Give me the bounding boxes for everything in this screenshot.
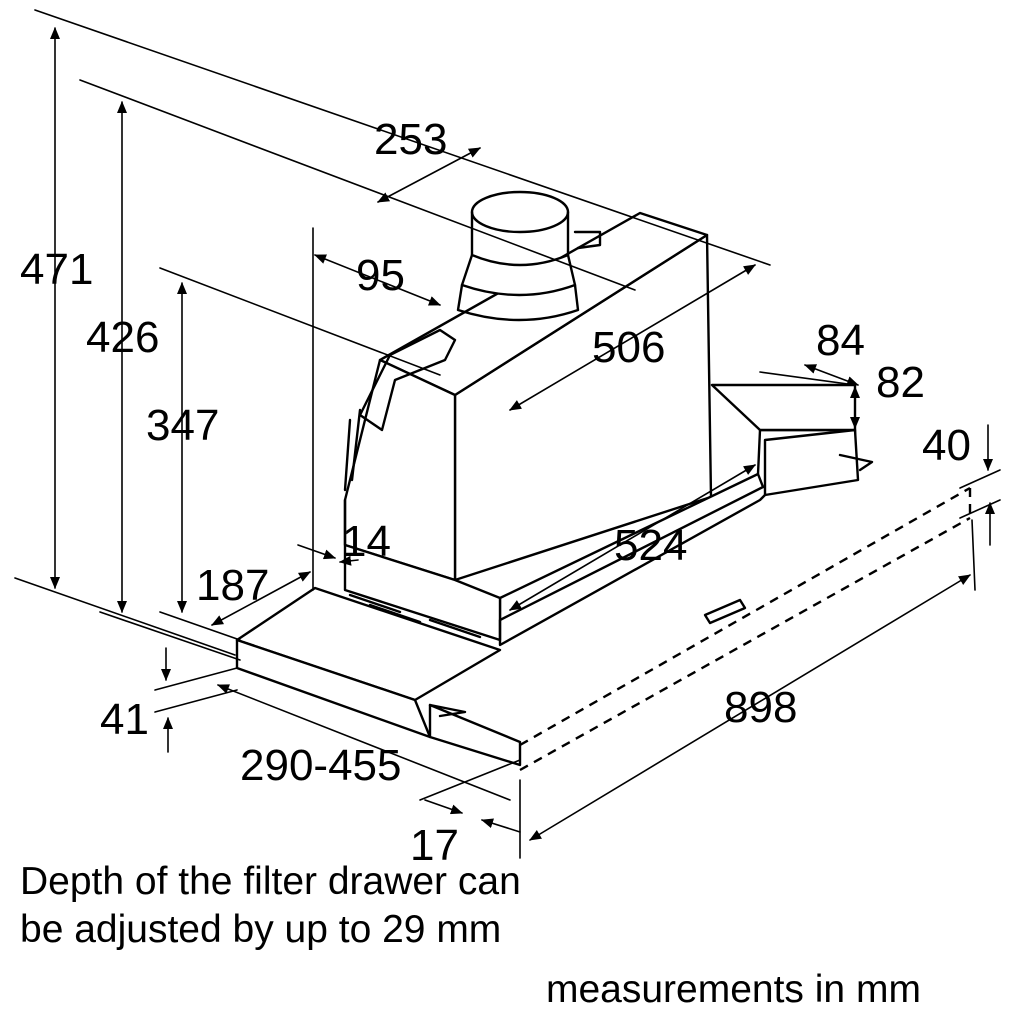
side-bracket	[358, 328, 457, 432]
right-box	[763, 428, 860, 497]
side-bracket-legs	[343, 408, 362, 492]
dim-label-898: 898	[724, 683, 797, 732]
dim-label-17: 17	[410, 821, 459, 870]
filter-drawer-end	[428, 703, 522, 767]
dim-label-84: 84	[816, 316, 865, 365]
duct-top	[470, 190, 570, 234]
units-note: measurements in mm	[546, 968, 921, 1011]
dim-line-898	[529, 574, 971, 841]
dim-line-253	[377, 147, 481, 203]
dim-line-14-b	[297, 544, 336, 560]
right-clip	[838, 453, 874, 472]
dim-label-253: 253	[374, 115, 447, 164]
dim-label-95: 95	[356, 251, 405, 300]
dim-label-347: 347	[146, 401, 219, 450]
dim-line-17-a	[424, 799, 463, 815]
right-top-step	[710, 383, 857, 432]
drawer-clip	[428, 703, 467, 718]
dim-label-82: 82	[876, 358, 925, 407]
dim-line-84	[804, 364, 859, 386]
extension-lines	[14, 9, 1001, 859]
dim-line-187	[211, 571, 311, 626]
dim-line-290-455	[217, 684, 511, 801]
dim-label-14: 14	[342, 517, 391, 566]
dimension-lines	[50, 27, 995, 841]
dim-line-14-a	[339, 555, 359, 566]
dim-line-17-b	[481, 818, 521, 833]
duct-sides	[470, 210, 570, 257]
dim-label-187: 187	[196, 561, 269, 610]
dim-label-41: 41	[100, 695, 149, 744]
drawer-grooves	[348, 593, 482, 639]
dim-line-506	[509, 264, 756, 411]
switch-cutout	[703, 598, 747, 625]
dim-label-426: 426	[86, 313, 159, 362]
dim-label-290-455: 290-455	[240, 741, 401, 790]
dim-label-40: 40	[922, 421, 971, 470]
dim-label-506: 506	[592, 323, 665, 372]
duct-clamp	[573, 230, 602, 250]
filter-drawer-note: Depth of the filter drawer can be adjust…	[20, 860, 521, 951]
dimension-labels: 471 426 347 253 95 506 84 82 40 14 524 1…	[20, 115, 971, 870]
dim-label-471: 471	[20, 245, 93, 294]
dim-line-95	[314, 254, 441, 306]
dim-label-524: 524	[614, 521, 687, 570]
lower-body-left	[343, 498, 502, 642]
